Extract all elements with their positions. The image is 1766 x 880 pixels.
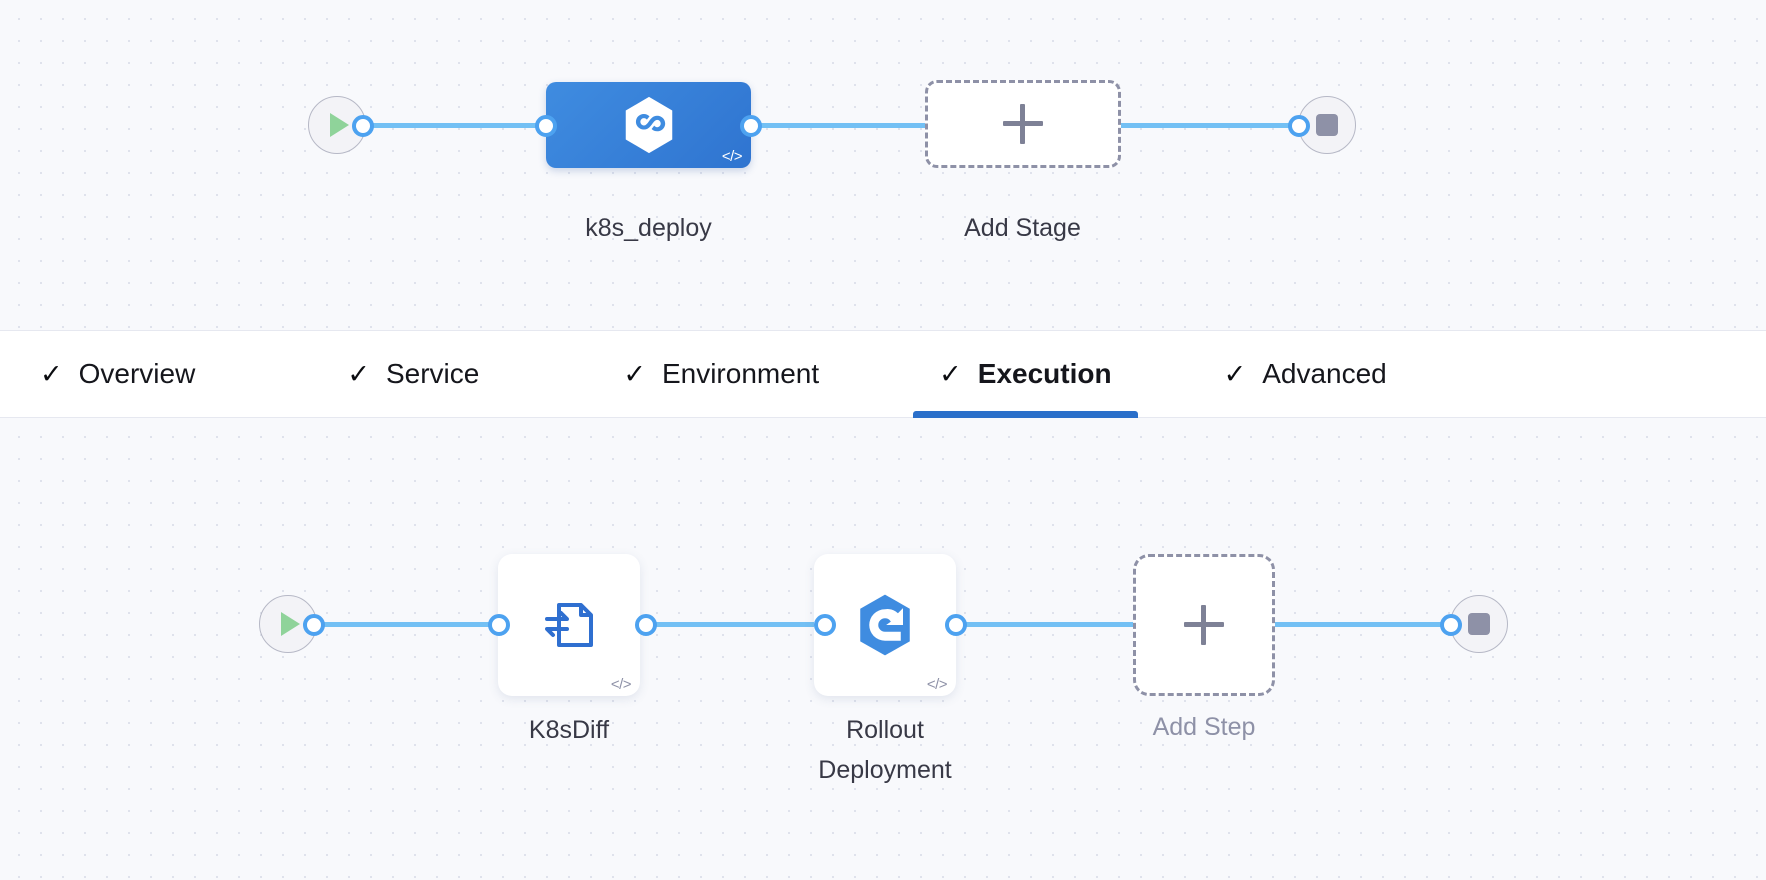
plus-icon [1003,104,1043,144]
connector-addstage-to-end [1113,123,1303,128]
execution-end-input-port[interactable] [1440,614,1462,636]
connector-k8sdiff-to-rollout [645,622,825,627]
k8sdiff-output-port[interactable] [635,614,657,636]
tab-execution[interactable]: ✓ Execution [913,331,1139,418]
stage-input-port[interactable] [535,115,557,137]
rollout-deployment-hexagon-icon [860,594,910,656]
check-icon: ✓ [40,358,63,389]
add-step-button[interactable] [1133,554,1275,696]
step-label-k8sdiff: K8sDiff [528,716,610,744]
check-icon: ✓ [939,358,962,389]
tab-overview[interactable]: ✓ Overview [14,331,221,417]
code-badge-icon: </> [721,148,743,165]
execution-start-output-port[interactable] [303,614,325,636]
check-icon: ✓ [1223,358,1247,389]
check-icon: ✓ [623,358,646,389]
tab-label: Environment [661,358,820,389]
code-badge-icon: </> [926,676,948,693]
stage-node-label: k8s_deploy [585,214,712,242]
play-icon [330,113,349,137]
step-node-rollout-deployment[interactable]: </> [814,554,956,696]
tab-label: Service [385,358,480,389]
connector-stage-to-addstage [740,123,930,128]
tab-label: Advanced [1262,358,1387,389]
stop-icon [1468,613,1490,635]
stage-output-port[interactable] [740,115,762,137]
execution-start-node[interactable] [259,595,317,653]
plus-icon [1184,605,1224,645]
play-icon [281,612,300,636]
k8sdiff-input-port[interactable] [488,614,510,636]
add-stage-label: Add Stage [964,214,1081,242]
end-input-port[interactable] [1288,115,1310,137]
stage-graph-canvas[interactable]: </> k8s_deploy Add Stage [0,0,1766,330]
connector-start-to-k8sdiff [303,622,498,627]
tab-service[interactable]: ✓ Service [321,331,505,417]
check-icon: ✓ [347,358,370,389]
tab-advanced[interactable]: ✓ Advanced [1198,331,1413,417]
start-output-port[interactable] [352,115,374,137]
connector-start-to-stage [362,123,547,128]
code-badge-icon: </> [610,676,632,693]
step-node-k8sdiff[interactable]: </> [498,554,640,696]
connector-rollout-to-addstep [955,622,1140,627]
tab-environment[interactable]: ✓ Environment [597,331,845,417]
connector-addstep-to-end [1272,622,1462,627]
stop-icon [1316,114,1338,136]
stage-node-k8s-deploy[interactable]: </> [546,82,751,168]
tab-label: Overview [78,358,196,389]
add-step-label: Add Step [1152,713,1256,741]
add-stage-button[interactable] [925,80,1121,168]
step-label-rollout-deployment: Rollout Deployment [818,716,952,784]
execution-graph-canvas[interactable]: </> K8sDiff </> Rollout Deployment Add S… [0,418,1766,880]
tab-label: Execution [977,358,1112,389]
stage-config-tab-bar[interactable]: ✓ Overview ✓ Service ✓ Environment ✓ Exe… [0,330,1766,418]
rollout-output-port[interactable] [945,614,967,636]
rollout-input-port[interactable] [814,614,836,636]
k8s-diff-document-icon [545,603,593,647]
harness-cd-hexagon-icon [625,96,672,154]
